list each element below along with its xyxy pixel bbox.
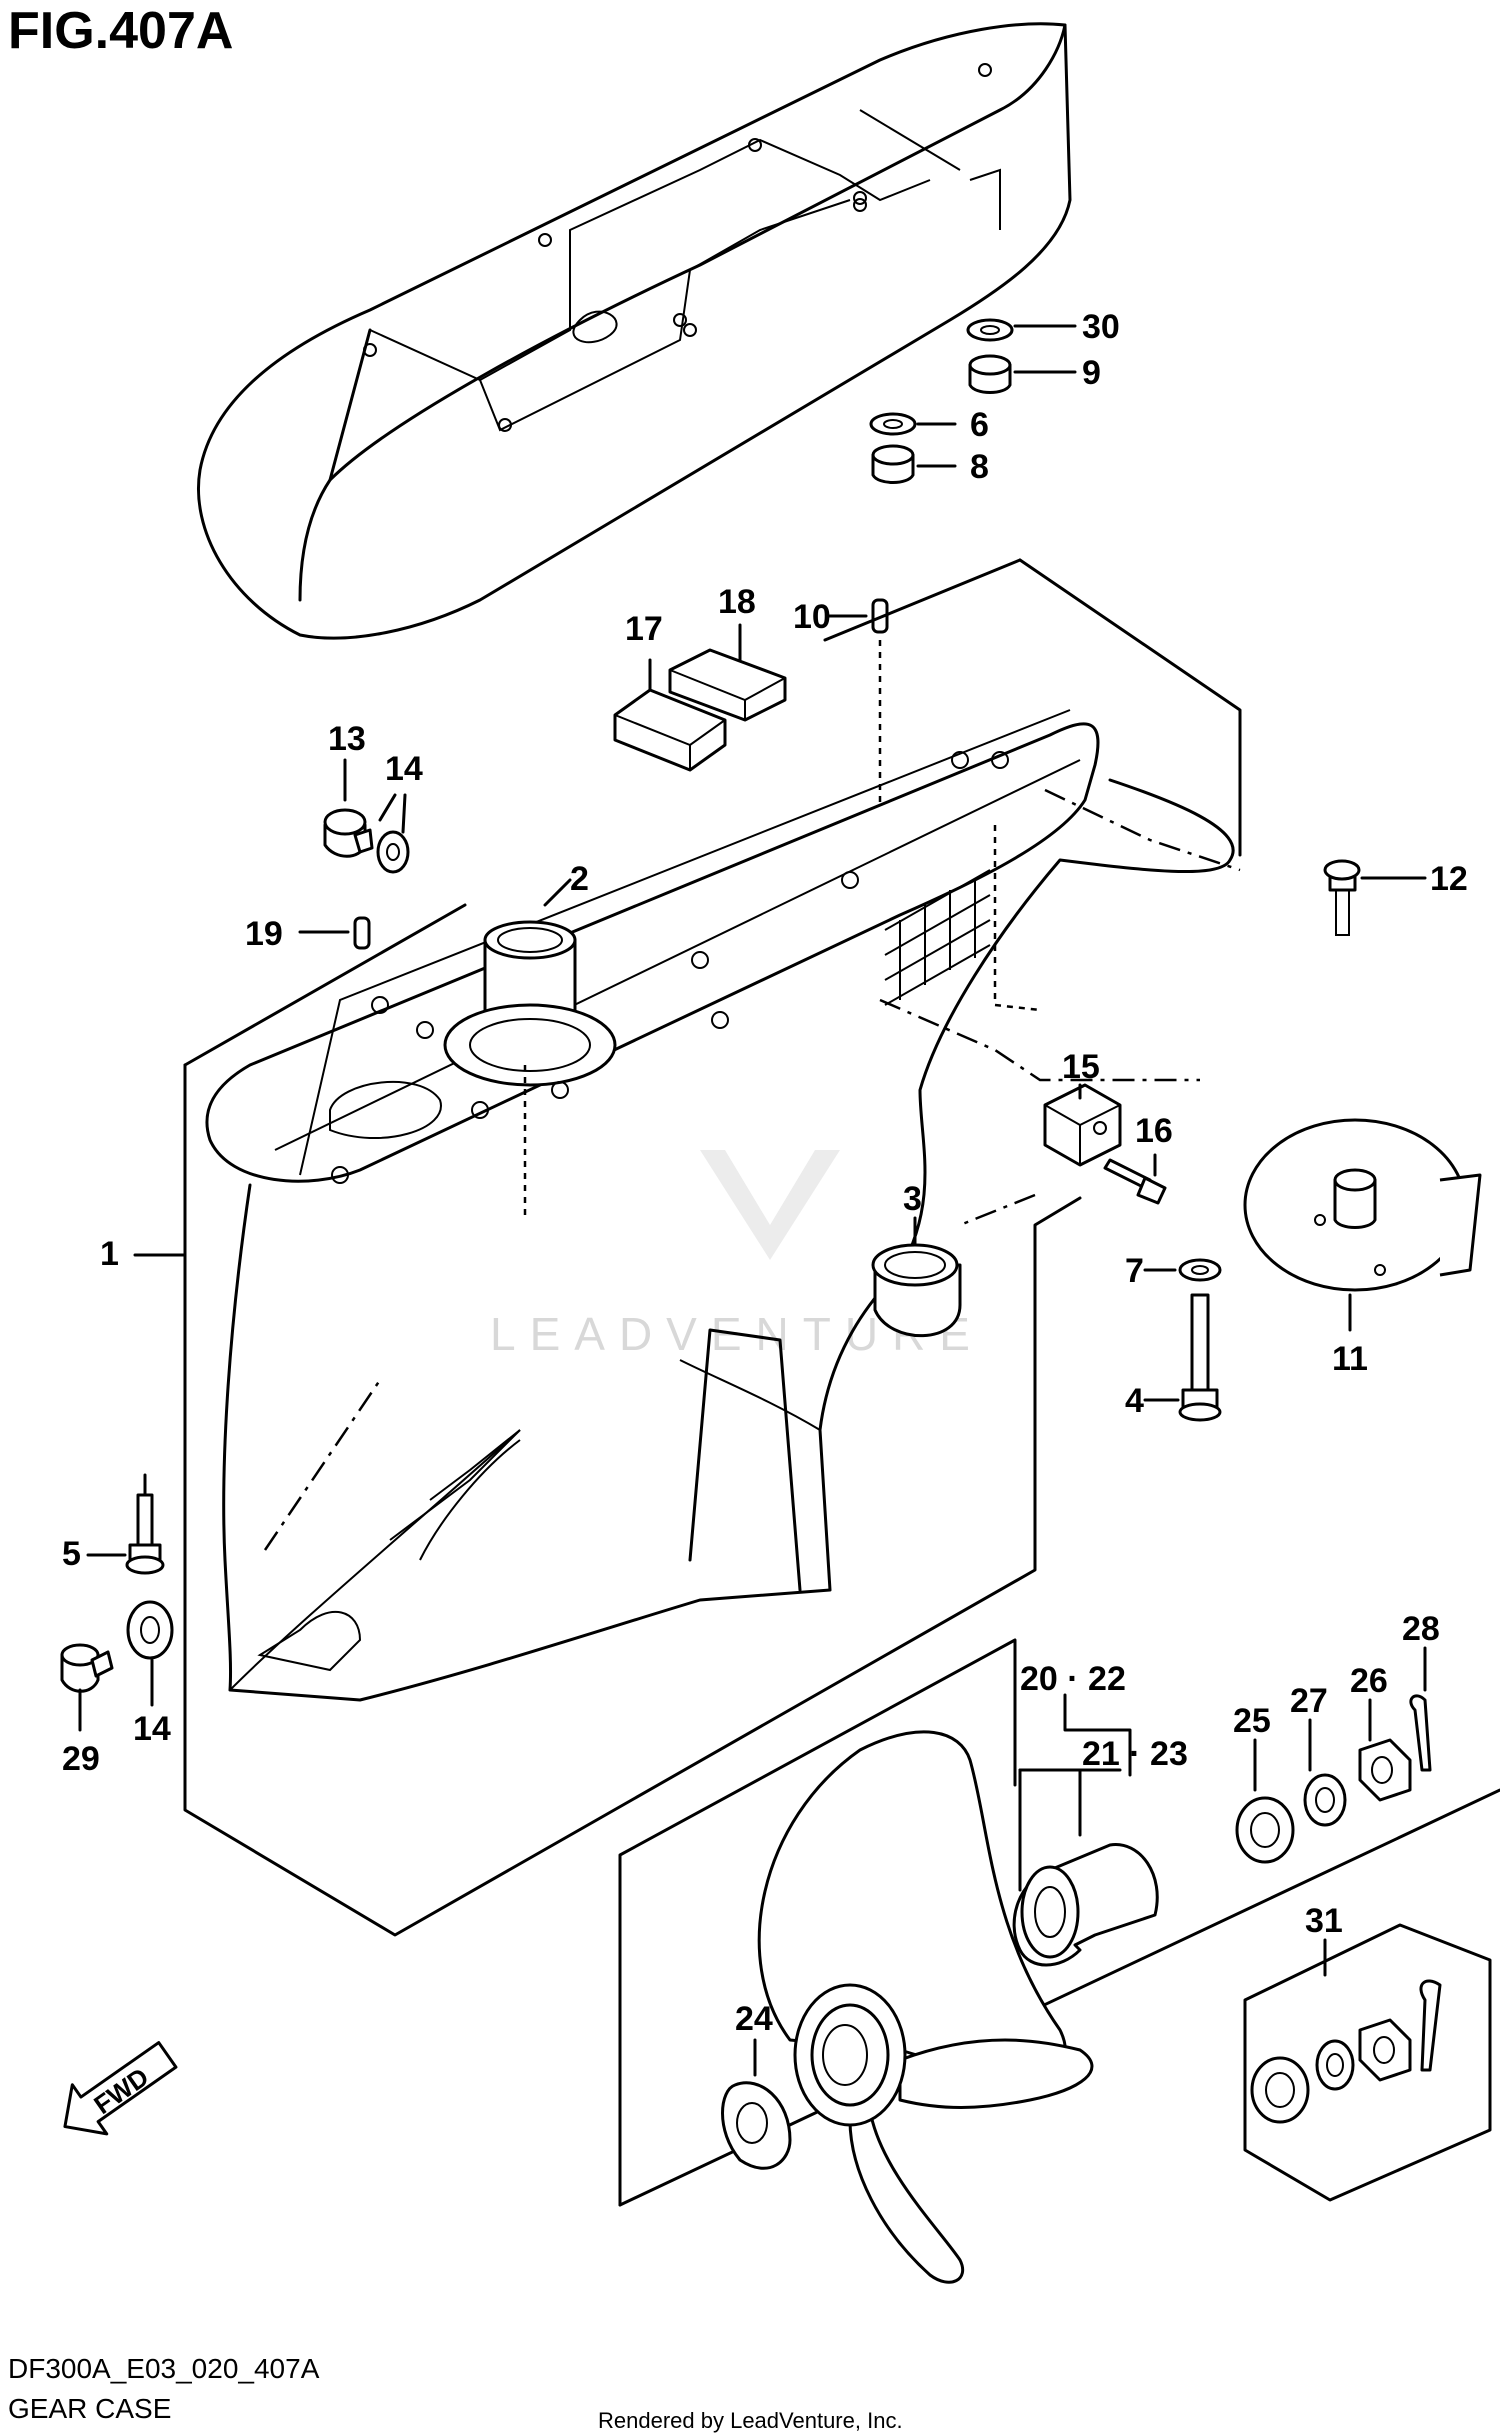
- callout-20-22: 20 · 22: [1020, 1660, 1126, 1698]
- fwd-arrow-icon: FWD: [63, 2041, 178, 2136]
- callout-19: 19: [245, 915, 283, 953]
- figure-code: DF300A_E03_020_407A: [8, 2353, 320, 2384]
- render-credit: Rendered by LeadVenture, Inc.: [598, 2408, 903, 2433]
- leader-2: [543, 878, 572, 907]
- washer-14-bottom: [126, 1600, 174, 1707]
- callout-7: 7: [1125, 1252, 1144, 1290]
- callout-14a: 14: [385, 750, 423, 788]
- screw-16: [1103, 1158, 1167, 1205]
- propeller-24: [757, 1730, 1094, 2284]
- figure-name: GEAR CASE: [8, 2393, 171, 2424]
- callout-14b: 14: [133, 1710, 171, 1748]
- callout-18: 18: [718, 583, 756, 621]
- callout-5: 5: [62, 1535, 81, 1573]
- callout-29: 29: [62, 1740, 100, 1778]
- leader-14: [378, 793, 397, 822]
- washer-27: [1303, 1718, 1347, 1827]
- cotter-pin-28: [1409, 1646, 1432, 1772]
- callout-28: 28: [1402, 1610, 1440, 1648]
- callout-1: 1: [100, 1235, 119, 1273]
- trim-tab-15: [1043, 1083, 1122, 1167]
- callout-30: 30: [1082, 308, 1120, 346]
- callout-9: 9: [1082, 354, 1101, 392]
- callout-3: 3: [903, 1180, 922, 1218]
- bearing-3: [871, 1243, 962, 1338]
- callout-8: 8: [970, 448, 989, 486]
- gear-case-cover: [197, 22, 1072, 640]
- bolt-5: [86, 1473, 165, 1575]
- washer-14-top: [376, 793, 410, 874]
- nut-26: [1358, 1698, 1412, 1802]
- bolt-4: [1143, 1258, 1222, 1422]
- callout-26: 26: [1350, 1662, 1388, 1700]
- spacer-25: [1235, 1738, 1295, 1864]
- anode-11: [1243, 1118, 1482, 1332]
- callout-2: 2: [570, 860, 589, 898]
- callout-27: 27: [1290, 1682, 1328, 1720]
- callout-6: 6: [970, 406, 989, 444]
- callout-4: 4: [1125, 1382, 1144, 1420]
- figure-title: FIG.407A: [8, 2, 233, 60]
- callout-16: 16: [1135, 1112, 1173, 1150]
- callout-24: 24: [735, 2000, 773, 2038]
- callout-15: 15: [1062, 1048, 1100, 1086]
- callout-25: 25: [1233, 1702, 1271, 1740]
- dowel-pin-19: [298, 916, 371, 950]
- callout-12: 12: [1430, 860, 1468, 898]
- anode-plates: [613, 623, 787, 772]
- thrust-washer-24: [721, 2038, 792, 2170]
- plug-29: [60, 1643, 114, 1732]
- callout-13: 13: [328, 720, 366, 758]
- callout-17: 17: [625, 610, 663, 648]
- kit-31: [1243, 1923, 1492, 2202]
- callout-11: 11: [1332, 1340, 1368, 1378]
- bushing-21: [1012, 1843, 1159, 1967]
- drain-plug-13: [323, 808, 374, 858]
- callout-10: 10: [793, 598, 831, 636]
- leader-21: [1018, 1768, 1122, 1837]
- leader-20: [1063, 1693, 1132, 1777]
- callout-21-23: 21 · 23: [1082, 1735, 1188, 1773]
- cover-hardware: [869, 318, 1077, 484]
- callout-31: 31: [1305, 1902, 1343, 1940]
- bolt-12: [1323, 859, 1427, 936]
